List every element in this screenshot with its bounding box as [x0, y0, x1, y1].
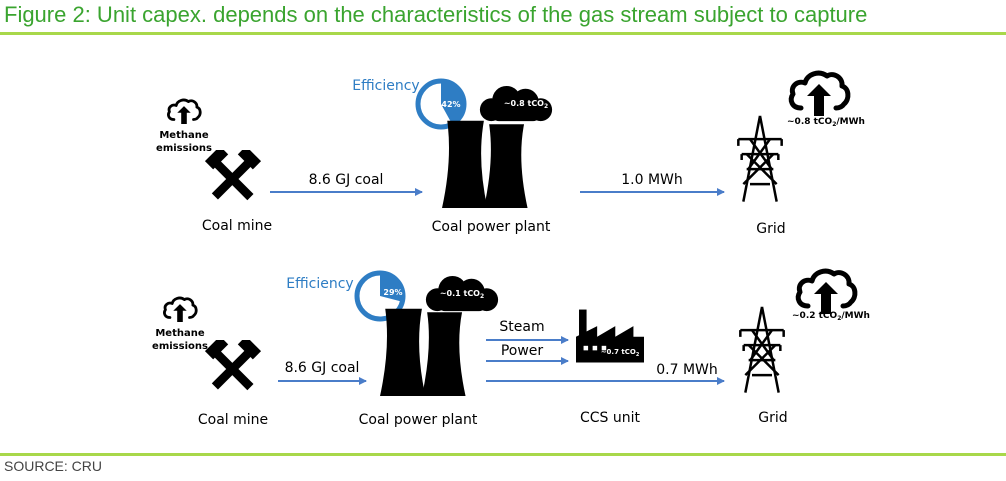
methane-cloud-icon — [167, 98, 202, 124]
power-output-label: 0.7 MWh — [656, 362, 718, 378]
ccs-emission-label: ~0.7 tCO2 — [601, 348, 640, 358]
coal-power-plant-icon — [380, 308, 466, 396]
grid-emission-cloud-icon — [798, 271, 855, 314]
coal-input-label: 8.6 GJ coal — [285, 360, 360, 376]
grid-emission-label: ~0.8 tCO2/MWh — [787, 117, 865, 128]
power-output-label: 1.0 MWh — [621, 172, 683, 188]
grid-emission-label: ~0.2 tCO2/MWh — [792, 311, 870, 322]
plant-emission-label: ~0.8 tCO2 — [504, 99, 548, 110]
methane-label-line2: emissions — [152, 341, 208, 352]
efficiency-pie-slice — [441, 81, 465, 125]
steam-label: Steam — [499, 319, 544, 335]
coal-power-plant-label: Coal power plant — [432, 219, 551, 235]
coal-power-plant-label: Coal power plant — [359, 412, 478, 428]
source-rule — [0, 453, 1006, 456]
efficiency-value: 42% — [441, 100, 460, 109]
pickaxe-hammer-icon — [204, 150, 262, 201]
transmission-tower-icon — [736, 114, 784, 204]
pickaxe-hammer-icon — [204, 340, 262, 391]
title-rule — [0, 32, 1006, 35]
efficiency-pie-slice — [380, 273, 404, 302]
plant-emission-label: ~0.1 tCO2 — [440, 289, 484, 300]
ccs-unit-label: CCS unit — [580, 410, 641, 426]
row-2: Methane emissions Coal mine 8.6 GJ coal … — [152, 271, 870, 428]
figure-title: Figure 2: Unit capex. depends on the cha… — [4, 2, 868, 27]
grid-label: Grid — [758, 410, 787, 426]
grid-emission-cloud-icon — [791, 73, 848, 116]
efficiency-label: Efficiency — [352, 78, 419, 94]
efficiency-label: Efficiency — [286, 276, 353, 292]
power-label: Power — [501, 343, 544, 359]
methane-label-line1: Methane — [159, 130, 209, 141]
efficiency-pie: 42% — [415, 78, 467, 130]
methane-cloud-icon — [163, 296, 198, 322]
efficiency-pie: 29% — [354, 270, 406, 322]
methane-label-line2: emissions — [156, 143, 212, 154]
row-1: Methane emissions Coal mine 8.6 GJ coal … — [156, 73, 865, 237]
efficiency-value: 29% — [383, 288, 402, 297]
process-diagram: Methane emissions Coal mine 8.6 GJ coal … — [152, 0, 870, 428]
coal-mine-label: Coal mine — [202, 218, 272, 234]
coal-input-label: 8.6 GJ coal — [309, 172, 384, 188]
grid-label: Grid — [756, 221, 785, 237]
source-note: SOURCE: CRU — [4, 458, 103, 474]
transmission-tower-icon — [738, 305, 786, 395]
methane-label-line1: Methane — [155, 328, 205, 339]
coal-mine-label: Coal mine — [198, 412, 268, 428]
coal-power-plant-icon — [442, 120, 528, 208]
